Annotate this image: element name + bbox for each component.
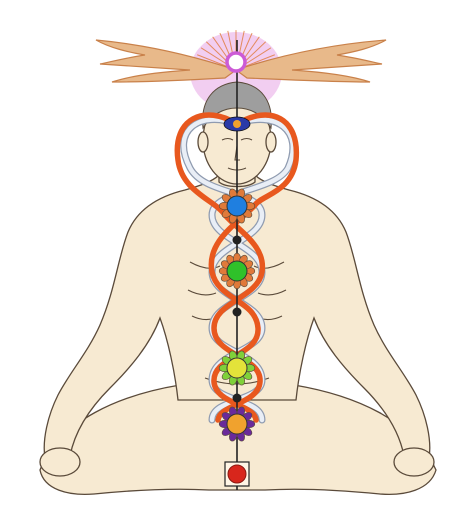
chakra-throat bbox=[218, 188, 256, 224]
chakra-layer bbox=[218, 51, 256, 487]
root-core bbox=[227, 464, 247, 484]
energy-channels bbox=[174, 112, 300, 424]
lotus-icon bbox=[226, 357, 248, 379]
chakra-heart bbox=[218, 252, 256, 290]
pingala-channel bbox=[174, 112, 300, 423]
chakra-crown bbox=[225, 51, 247, 73]
right-wing bbox=[234, 39, 387, 83]
chakra-solar-plexus bbox=[218, 350, 256, 386]
lotus-icon bbox=[226, 260, 248, 282]
third-eye-center bbox=[233, 120, 241, 128]
spine-node bbox=[232, 393, 242, 403]
spine-node bbox=[232, 235, 242, 245]
spine-node bbox=[232, 307, 242, 317]
lotus-icon bbox=[226, 195, 248, 217]
chakra-root bbox=[224, 461, 250, 487]
chakra-third-eye bbox=[223, 116, 251, 132]
chakra-sacral bbox=[218, 406, 256, 442]
lotus-ring-icon bbox=[225, 51, 247, 73]
lotus-icon bbox=[226, 413, 248, 435]
left-wing bbox=[95, 39, 238, 83]
